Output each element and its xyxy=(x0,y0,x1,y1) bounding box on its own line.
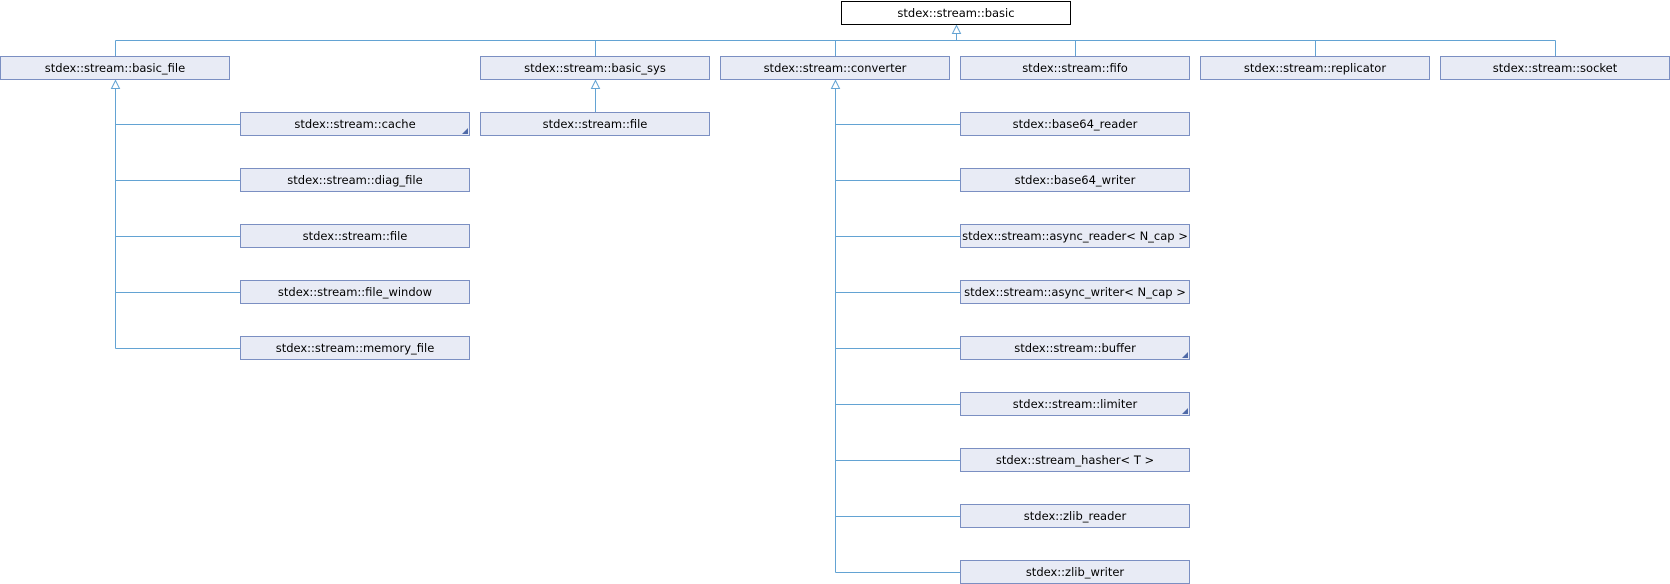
node-label: stdex::stream::file_window xyxy=(277,285,433,299)
node-label: stdex::stream_hasher< T > xyxy=(995,453,1155,467)
node-basic-file[interactable]: stdex::stream::basic_file xyxy=(0,56,230,80)
node-label: stdex::base64_writer xyxy=(1014,173,1136,187)
node-file[interactable]: stdex::stream::file xyxy=(240,224,470,248)
node-label: stdex::stream::buffer xyxy=(1014,341,1136,355)
node-label: stdex::zlib_writer xyxy=(1025,565,1125,579)
node-label: stdex::stream::basic xyxy=(897,6,1015,20)
node-label: stdex::stream::basic_sys xyxy=(524,61,666,75)
node-label: stdex::stream::converter xyxy=(763,61,907,75)
node-label: stdex::stream::socket xyxy=(1492,61,1618,75)
node-label: stdex::zlib_reader xyxy=(1023,509,1127,523)
node-label: stdex::stream::async_reader< N_cap > xyxy=(962,229,1188,243)
node-label: stdex::stream::file xyxy=(302,229,408,243)
node-replicator[interactable]: stdex::stream::replicator xyxy=(1200,56,1430,80)
root-arrow xyxy=(951,24,962,34)
node-file-window[interactable]: stdex::stream::file_window xyxy=(240,280,470,304)
node-stdex-stream-basic: stdex::stream::basic xyxy=(841,1,1071,25)
node-memory-file[interactable]: stdex::stream::memory_file xyxy=(240,336,470,360)
node-label: stdex::base64_reader xyxy=(1012,117,1138,131)
node-label: stdex::stream::async_writer< N_cap > xyxy=(964,285,1186,299)
node-converter[interactable]: stdex::stream::converter xyxy=(720,56,950,80)
truncated-marker-icon xyxy=(1182,352,1188,358)
node-label: stdex::stream::memory_file xyxy=(275,341,435,355)
truncated-marker-icon xyxy=(1182,408,1188,414)
node-buffer[interactable]: stdex::stream::buffer xyxy=(960,336,1190,360)
node-base64-reader[interactable]: stdex::base64_reader xyxy=(960,112,1190,136)
node-zlib-writer[interactable]: stdex::zlib_writer xyxy=(960,560,1190,584)
node-socket[interactable]: stdex::stream::socket xyxy=(1440,56,1670,80)
node-cache[interactable]: stdex::stream::cache xyxy=(240,112,470,136)
node-basic-sys[interactable]: stdex::stream::basic_sys xyxy=(480,56,710,80)
node-stream-hasher[interactable]: stdex::stream_hasher< T > xyxy=(960,448,1190,472)
node-fifo[interactable]: stdex::stream::fifo xyxy=(960,56,1190,80)
node-label: stdex::stream::fifo xyxy=(1022,61,1128,75)
node-label: stdex::stream::limiter xyxy=(1012,397,1138,411)
truncated-marker-icon xyxy=(462,128,468,134)
basic-sys-arrow xyxy=(590,79,601,89)
node-label: stdex::stream::file xyxy=(542,117,648,131)
converter-arrow xyxy=(830,79,841,89)
node-label: stdex::stream::cache xyxy=(294,117,416,131)
node-limiter[interactable]: stdex::stream::limiter xyxy=(960,392,1190,416)
node-diag-file[interactable]: stdex::stream::diag_file xyxy=(240,168,470,192)
node-sys-file[interactable]: stdex::stream::file xyxy=(480,112,710,136)
basic-file-arrow xyxy=(110,79,121,89)
node-label: stdex::stream::diag_file xyxy=(287,173,423,187)
node-base64-writer[interactable]: stdex::base64_writer xyxy=(960,168,1190,192)
node-label: stdex::stream::basic_file xyxy=(44,61,186,75)
node-async-reader[interactable]: stdex::stream::async_reader< N_cap > xyxy=(960,224,1190,248)
node-zlib-reader[interactable]: stdex::zlib_reader xyxy=(960,504,1190,528)
node-label: stdex::stream::replicator xyxy=(1243,61,1387,75)
node-async-writer[interactable]: stdex::stream::async_writer< N_cap > xyxy=(960,280,1190,304)
